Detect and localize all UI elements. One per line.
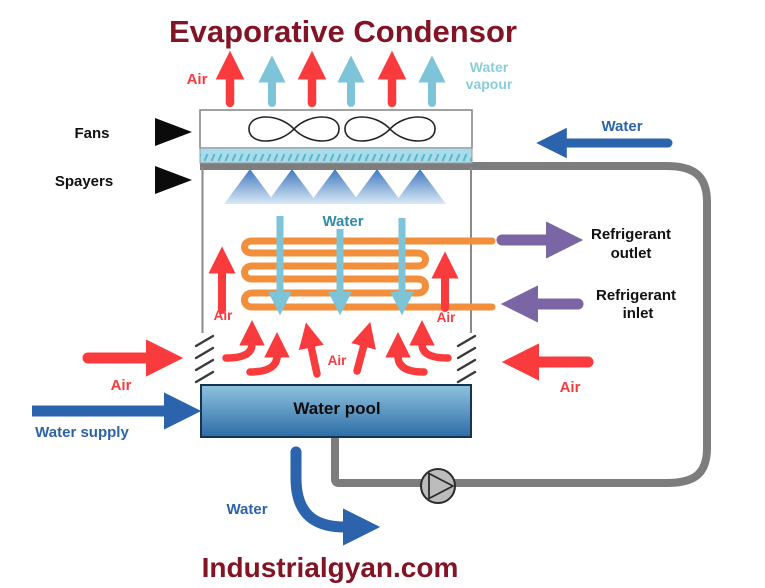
air-curl-arrow [385,332,428,376]
page-title: Evaporative Condensor [169,14,517,49]
falling-water-arrows [268,216,414,316]
refrigerant-inlet-label-line1: Refrigerant [596,287,676,304]
water-vapour-label-line1: Water [470,59,509,75]
air-curl-arrow [222,320,265,362]
left-louvers [194,334,215,384]
fan-section [199,109,473,149]
refrigerant-outlet-label-line2: outlet [611,245,652,262]
water-supply-label: Water supply [35,424,129,441]
air-inner-right-label: Air [437,310,457,325]
air-curl-arrow [409,320,452,362]
air-outer-right-label: Air [560,379,581,396]
spray-cones [224,169,446,204]
inner-air-arrows [208,246,459,378]
air-inner-left-label: Air [214,308,234,323]
water-drain-label: Water [226,501,267,518]
sprayer-header [199,147,473,164]
water-pool-label: Water pool [293,399,380,418]
refrigerant-inlet-label-line2: inlet [623,305,654,322]
refrigerant-coil [241,237,496,311]
sprayers-pointer-triangle [155,166,192,194]
water-vapour-label-line2: vapour [466,76,513,92]
water-pipe-circuit [200,162,711,487]
water-pool: Water pool [200,384,472,438]
right-louvers [456,334,477,384]
refrigerant-outlet-label-line1: Refrigerant [591,226,671,243]
fan-blades-icon [344,116,436,142]
air-top-label: Air [187,71,208,88]
air-curl-arrow [246,332,290,376]
fan-blades-icon [248,116,340,142]
water-mid-label: Water [322,213,363,230]
fans-label: Fans [74,125,109,142]
air-slant-arrow [351,321,376,375]
water-return-label: Water [601,118,642,135]
air-slant-arrow [298,322,324,378]
air-inner-mid-label: Air [328,353,348,368]
sprayers-label: Spayers [55,173,113,190]
watermark: Industrialgyan.com [202,552,459,583]
air-outer-left-label: Air [111,377,132,394]
exhaust-arrows [215,50,446,108]
water-drain-arrow [290,446,381,546]
fans-pointer-triangle [155,118,192,146]
pump-icon [420,468,456,504]
